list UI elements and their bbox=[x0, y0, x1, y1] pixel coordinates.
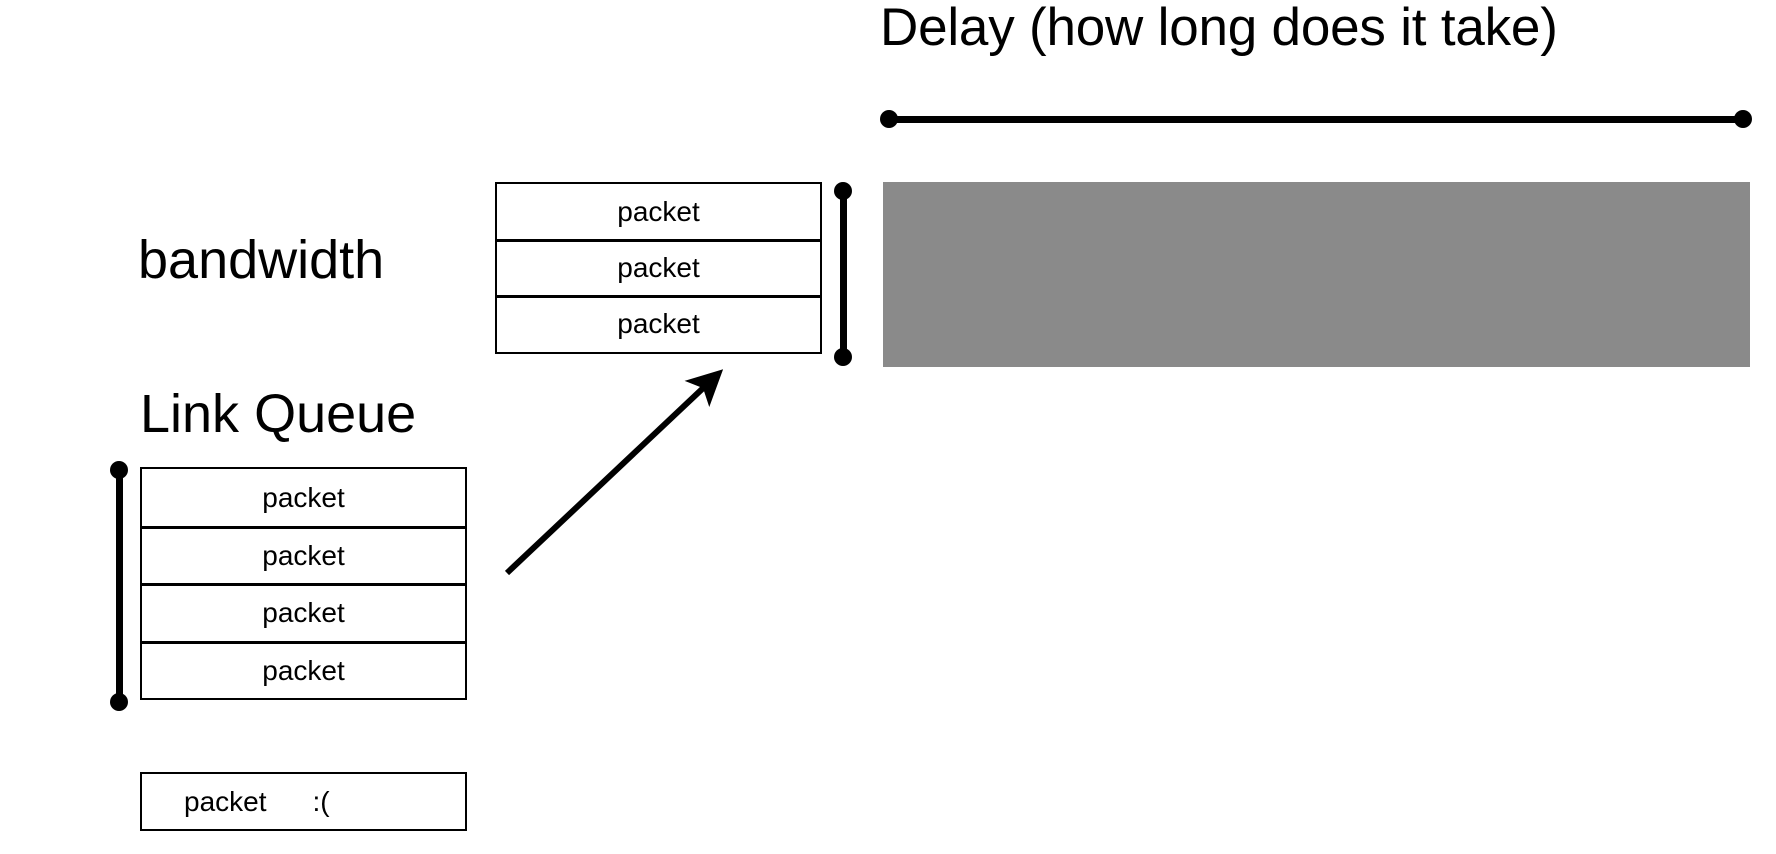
bandwidth-packet-stack: packet packet packet bbox=[495, 182, 822, 354]
dropped-packet-box: packet :( bbox=[140, 772, 467, 831]
queue-measure-line bbox=[110, 461, 130, 711]
delay-measure-end-dot bbox=[1734, 110, 1752, 128]
delay-title: Delay (how long does it take) bbox=[880, 0, 1558, 57]
bandwidth-measure-bottom-dot bbox=[834, 348, 852, 366]
bandwidth-measure-bar bbox=[840, 191, 847, 357]
packet-row: packet bbox=[142, 640, 465, 698]
packet-row: packet bbox=[497, 294, 820, 350]
link-queue-packet-stack: packet packet packet packet bbox=[140, 467, 467, 700]
bandwidth-measure-line bbox=[834, 182, 854, 366]
sad-face-icon: :( bbox=[312, 785, 330, 817]
packet-row: packet bbox=[142, 469, 465, 527]
dropped-packet-label: packet bbox=[184, 785, 267, 817]
bandwidth-label: bandwidth bbox=[138, 230, 385, 290]
packet-row: packet bbox=[142, 526, 465, 584]
delay-measure-bar bbox=[889, 116, 1743, 123]
queue-measure-bottom-dot bbox=[110, 693, 128, 711]
packet-row: packet bbox=[497, 184, 820, 240]
queue-measure-bar bbox=[116, 470, 123, 702]
transmission-gray-block bbox=[883, 182, 1750, 367]
packet-row: packet bbox=[497, 239, 820, 295]
packet-row: packet bbox=[142, 583, 465, 641]
delay-measure-line bbox=[880, 110, 1752, 130]
dequeue-arrow-icon bbox=[504, 369, 724, 576]
link-queue-label: Link Queue bbox=[140, 384, 417, 444]
